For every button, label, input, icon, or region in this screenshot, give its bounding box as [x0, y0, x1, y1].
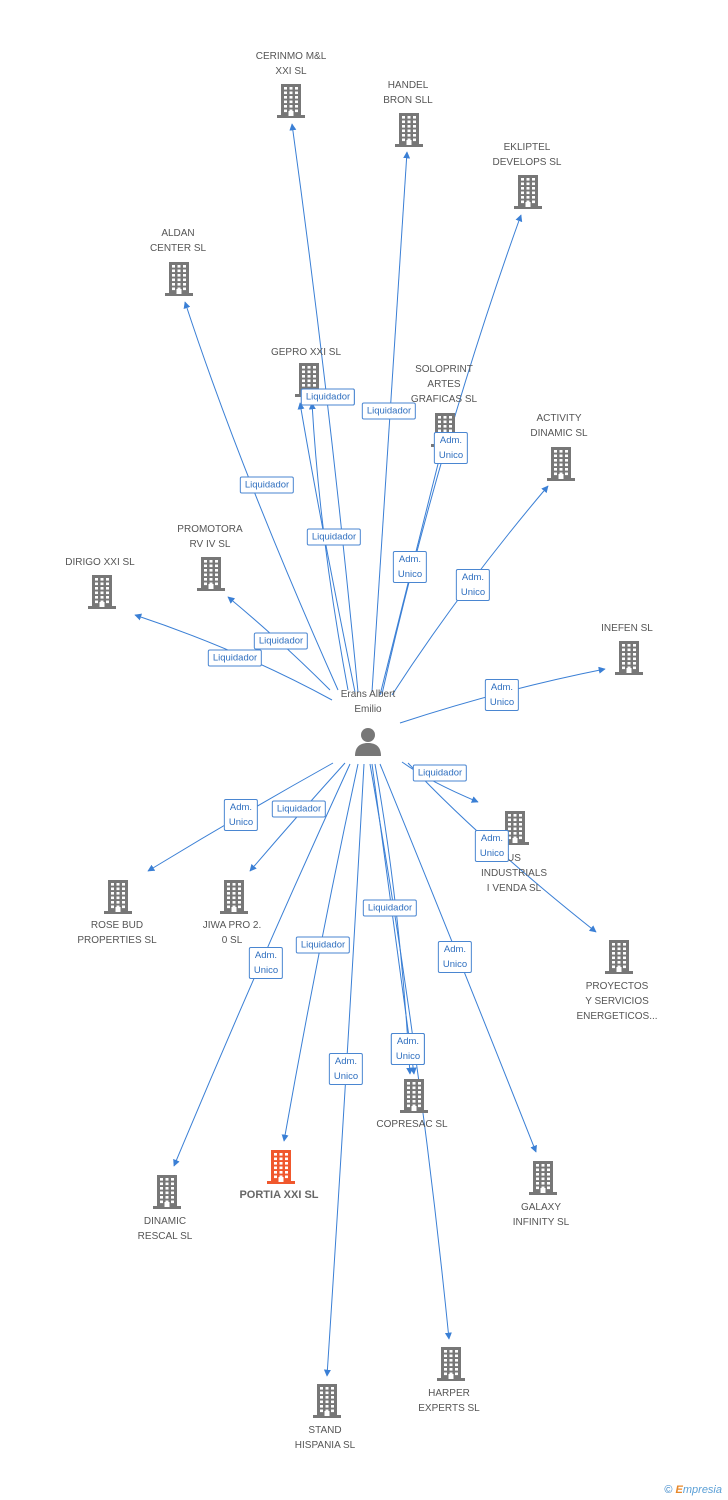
edge-label-gepro: Liquidador	[306, 528, 362, 546]
node-label-dirigo[interactable]: DIRIGO XXI SL	[65, 557, 135, 568]
building-icon[interactable]	[399, 1079, 429, 1113]
edge-label-rosebud: Adm. Unico	[223, 799, 259, 831]
edge-label-portia: Liquidador	[295, 936, 351, 954]
building-icon[interactable]	[152, 1175, 182, 1209]
edge-label-promotora: Liquidador	[253, 632, 309, 650]
building-icon[interactable]	[266, 1150, 296, 1184]
building-icon[interactable]	[103, 880, 133, 914]
edge-handel-1	[371, 151, 411, 693]
node-label-activity[interactable]: ACTIVITY DINAMIC SL	[530, 413, 588, 439]
node-label-harper[interactable]: HARPER EXPERTS SL	[418, 1388, 480, 1414]
building-icon[interactable]	[500, 811, 530, 845]
node-label-industrials[interactable]: US INDUSTRIALS I VENDA SL	[480, 853, 548, 894]
edge-industrials-11	[401, 761, 479, 803]
node-label-ekliptel[interactable]: EKLIPTEL DEVELOPS SL	[492, 142, 562, 168]
edge-gepro-5	[297, 402, 356, 693]
node-label-copresac[interactable]: COPRESAC SL	[376, 1119, 448, 1130]
building-icon[interactable]	[546, 447, 576, 481]
building-icon[interactable]	[513, 175, 543, 209]
edge-label-stand: Adm. Unico	[328, 1053, 364, 1085]
edge-label-soloprint: Adm. Unico	[392, 551, 428, 583]
building-icon[interactable]	[164, 262, 194, 296]
copyright-symbol: ©	[664, 1484, 673, 1496]
edge-label-gepro: Liquidador	[300, 388, 356, 406]
building-icon[interactable]	[276, 84, 306, 118]
node-label-proyectos[interactable]: PROYECTOS Y SERVICIOS ENERGETICOS...	[576, 981, 658, 1022]
building-icon[interactable]	[394, 113, 424, 147]
footer-credit: © Empresia	[664, 1484, 722, 1496]
edge-label-aldan: Liquidador	[239, 476, 295, 494]
node-label-promotora[interactable]: PROMOTORA RV IV SL	[177, 524, 243, 550]
building-icon[interactable]	[219, 880, 249, 914]
edge-label-activity: Adm. Unico	[455, 569, 491, 601]
node-label-jiwa[interactable]: JIWA PRO 2. 0 SL	[202, 920, 262, 946]
building-icon[interactable]	[196, 557, 226, 591]
building-icon[interactable]	[604, 940, 634, 974]
edge-label-dinamic: Adm. Unico	[248, 947, 284, 979]
node-label-soloprint[interactable]: SOLOPRINT ARTES GRAFICAS SL	[410, 364, 478, 405]
edge-label-handel: Liquidador	[361, 402, 417, 420]
node-label-gepro[interactable]: GEPRO XXI SL	[270, 347, 342, 358]
edge-label-dirigo: Liquidador	[207, 649, 263, 667]
edge-label-proyectos: Adm. Unico	[474, 830, 510, 862]
building-icon[interactable]	[436, 1347, 466, 1381]
edge-label-copresac: Liquidador	[362, 899, 418, 917]
edge-label-ekliptel: Adm. Unico	[433, 432, 469, 464]
edge-gepro-4	[308, 402, 349, 691]
brand-logo[interactable]: Empresia	[675, 1484, 722, 1496]
building-icon[interactable]	[312, 1384, 342, 1418]
edge-label-industrials: Liquidador	[412, 764, 468, 782]
node-label-inefen[interactable]: INEFEN SL	[601, 623, 653, 634]
building-icon[interactable]	[614, 641, 644, 675]
node-label-dinamic[interactable]: DINAMIC RESCAL SL	[137, 1216, 193, 1242]
person-icon[interactable]	[352, 726, 384, 758]
edge-label-jiwa: Liquidador	[271, 800, 327, 818]
center-person-label[interactable]: Erans Albert Emilio	[340, 689, 396, 715]
node-label-portia[interactable]: PORTIA XXI SL	[239, 1189, 319, 1201]
building-icon[interactable]	[87, 575, 117, 609]
building-icon[interactable]	[528, 1161, 558, 1195]
node-label-cerinmo[interactable]: CERINMO M&L XXI SL	[255, 51, 327, 77]
node-label-aldan[interactable]: ALDAN CENTER SL	[149, 228, 207, 254]
edge-label-harper: Adm. Unico	[390, 1033, 426, 1065]
node-label-handel[interactable]: HANDEL BRON SLL	[383, 80, 433, 106]
edge-label-inefen: Adm. Unico	[484, 679, 520, 711]
edge-label-galaxy: Adm. Unico	[437, 941, 473, 973]
node-label-stand[interactable]: STAND HISPANIA SL	[294, 1425, 356, 1451]
node-label-galaxy[interactable]: GALAXY INFINITY SL	[512, 1202, 570, 1228]
node-label-rosebud[interactable]: ROSE BUD PROPERTIES SL	[77, 920, 157, 946]
